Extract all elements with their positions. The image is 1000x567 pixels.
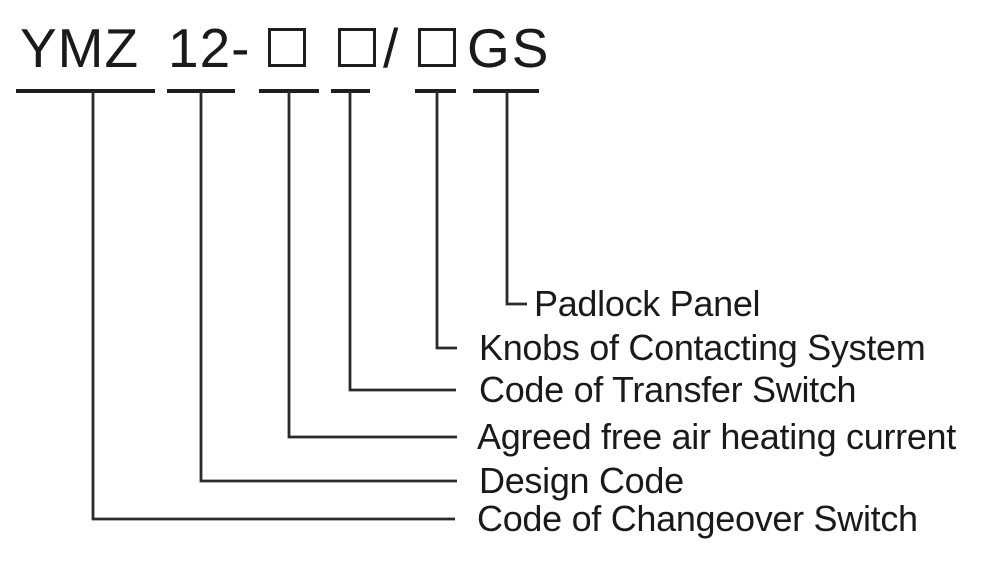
connector-transfer-switch xyxy=(348,91,456,392)
connector-knobs xyxy=(435,91,457,350)
legend-label-padlock-panel: Padlock Panel xyxy=(534,283,761,324)
placeholder-box-icon xyxy=(338,28,376,67)
legend-label-knobs: Knobs of Contacting System xyxy=(479,327,926,368)
connector-heating-current xyxy=(287,91,457,439)
legend-label-transfer-switch: Code of Transfer Switch xyxy=(479,369,857,410)
connector-changeover-switch xyxy=(91,91,455,521)
placeholder-box-icon xyxy=(418,28,456,67)
connector-design-code xyxy=(199,91,457,483)
code-segment-slash: / xyxy=(383,17,399,79)
legend-label-changeover-switch: Code of Changeover Switch xyxy=(477,498,918,539)
connector-padlock-panel xyxy=(505,91,527,306)
placeholder-box-icon xyxy=(268,28,306,67)
code-segment-suffix: GS xyxy=(467,17,551,79)
code-segment-series: YMZ xyxy=(20,17,140,79)
legend-label-design-code: Design Code xyxy=(479,460,684,501)
code-segment-design: 12- xyxy=(168,17,251,79)
legend-label-heating-current: Agreed free air heating current xyxy=(477,416,956,457)
